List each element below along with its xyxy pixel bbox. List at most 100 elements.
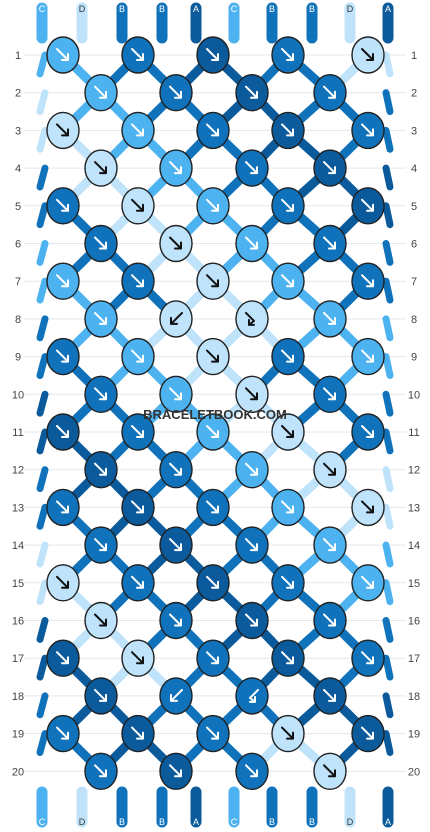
knot: [84, 73, 118, 112]
knot: [121, 187, 155, 225]
row-label-left: 10: [12, 389, 24, 401]
row-label-right: 17: [408, 653, 420, 665]
knot: [235, 451, 269, 489]
knot: [351, 714, 385, 753]
knot: [313, 752, 347, 790]
knot: [351, 488, 385, 527]
edge-strand-right: [382, 126, 394, 153]
knot-arrow-icon: [281, 198, 294, 212]
knot: [313, 224, 347, 263]
strand-letter: A: [385, 4, 391, 14]
knot: [196, 187, 230, 225]
row-label-left: 1: [15, 50, 21, 62]
knot-arrow-icon: [245, 613, 258, 627]
row-label-right: 13: [408, 502, 420, 514]
knot-arrow-icon: [323, 764, 336, 778]
row-label-left: 18: [12, 691, 24, 703]
watermark-text: BRACELETBOOK.COM: [143, 407, 287, 422]
knot-arrow-icon: [281, 349, 294, 363]
row-label-left: 17: [12, 653, 24, 665]
row-label-left: 12: [12, 465, 24, 477]
knot: [196, 639, 230, 677]
edge-strand-left: [36, 466, 49, 493]
knot: [121, 488, 155, 527]
row-label-right: 20: [408, 766, 420, 778]
knot: [159, 677, 193, 715]
strand-letter: D: [347, 817, 354, 827]
knot-arrow-icon: [245, 462, 258, 476]
row-label-right: 10: [408, 389, 420, 401]
knot: [121, 564, 155, 602]
knot-arrow-icon: [206, 425, 219, 438]
knot: [351, 413, 385, 451]
knot-arrow-icon: [56, 198, 69, 212]
knot-arrow-icon: [206, 575, 219, 589]
knot-arrow-icon: [94, 85, 107, 99]
edge-strand-right: [382, 654, 394, 681]
knot: [235, 375, 269, 413]
knot-arrow-icon: [323, 387, 336, 401]
knot: [84, 300, 118, 338]
knot-arrow-icon: [170, 688, 183, 702]
knot: [84, 149, 118, 187]
knot-arrow-icon: [56, 651, 69, 665]
row-label-left: 20: [12, 766, 24, 778]
edge-strand-right: [382, 541, 394, 568]
knot-arrow-icon: [245, 538, 258, 552]
knot: [313, 375, 347, 413]
knot-arrow-icon: [94, 688, 107, 702]
knot: [121, 639, 155, 677]
knot: [196, 262, 230, 300]
knot-arrow-icon: [245, 236, 258, 250]
knot: [271, 111, 305, 150]
knot-arrow-icon: [169, 764, 182, 778]
knot-arrow-icon: [281, 123, 294, 137]
knot: [46, 337, 80, 376]
knot: [84, 526, 118, 564]
knot: [351, 111, 385, 150]
knot-arrow-icon: [245, 764, 258, 778]
knot-arrow-icon: [206, 726, 219, 740]
knot-arrow-icon: [56, 425, 69, 438]
knot: [159, 300, 193, 338]
knot-arrow-icon: [323, 311, 336, 325]
knot: [46, 111, 80, 150]
knot: [351, 337, 385, 376]
knot-arrow-icon: [131, 651, 144, 665]
knot-arrow-icon: [281, 726, 294, 740]
row-label-left: 19: [12, 729, 24, 741]
knot: [159, 451, 193, 489]
edge-strand-left: [36, 730, 49, 756]
strand-letter: B: [309, 4, 315, 14]
knot: [84, 224, 118, 263]
row-label-right: 16: [408, 616, 420, 628]
knot-arrow-icon: [56, 500, 69, 514]
knot-arrow-icon: [281, 425, 294, 438]
knot: [84, 451, 118, 489]
row-label-left: 8: [15, 314, 21, 326]
edge-strand-left: [36, 277, 49, 304]
knot-arrow-icon: [94, 161, 107, 175]
knot-arrow-icon: [361, 575, 374, 589]
edge-strand-left: [36, 579, 49, 606]
row-label-right: 7: [411, 276, 417, 288]
strand-letter: B: [159, 4, 165, 14]
knot: [235, 601, 269, 640]
edge-strand-right: [382, 51, 394, 78]
strand-letter: A: [385, 817, 391, 827]
knot-arrow-icon: [323, 538, 336, 552]
knot-arrow-icon: [169, 613, 182, 627]
knot: [313, 300, 347, 338]
knot: [235, 149, 269, 187]
edge-strand-left: [36, 51, 49, 78]
knot: [271, 36, 305, 74]
knot: [159, 526, 193, 564]
knot-arrow-icon: [56, 123, 69, 137]
knot: [313, 677, 347, 715]
row-label-left: 4: [15, 163, 21, 175]
knot: [84, 752, 118, 790]
edge-strand-left: [36, 692, 49, 719]
row-label-left: 6: [15, 239, 21, 251]
strand-letter: B: [159, 817, 165, 827]
knot-arrow-icon: [169, 236, 182, 250]
